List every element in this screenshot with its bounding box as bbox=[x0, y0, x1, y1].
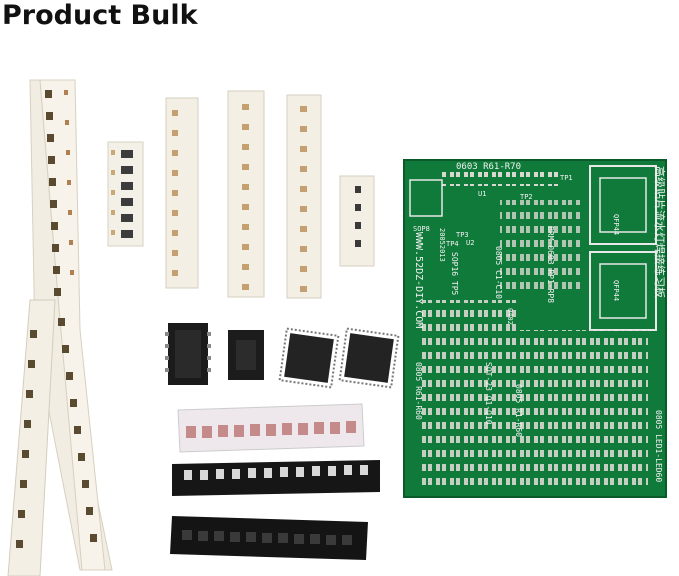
pcb-label-led: 0805 LED1-LED60 bbox=[654, 410, 663, 482]
capacitor-tape-3 bbox=[286, 94, 322, 299]
pcb-label-tp4: TP4 bbox=[446, 240, 459, 248]
short-chip-tape bbox=[339, 175, 375, 267]
pcb-label-r61: 0805 R61-R60 bbox=[414, 362, 423, 420]
resistor-network-tape bbox=[107, 141, 144, 247]
diode-tape bbox=[177, 403, 365, 453]
sop16-ic bbox=[165, 323, 211, 385]
page-title: Product Bulk bbox=[2, 0, 198, 31]
led-tape bbox=[172, 460, 380, 496]
capacitor-tape-2 bbox=[227, 90, 265, 298]
pcb-label-sot23: SOT-23 Q1-Q10 bbox=[484, 362, 493, 425]
pcb-label-u2: U2 bbox=[466, 239, 474, 247]
qfp44-chip-1 bbox=[278, 327, 340, 389]
pcb-label-tp3: TP3 bbox=[456, 231, 469, 239]
pcb-label-qfp-b: QFP44 bbox=[612, 280, 620, 301]
qfp44-chip-2 bbox=[338, 327, 400, 389]
pcb-label-website: WWW.52DZ-DIY.COM bbox=[413, 232, 424, 328]
pcb-label-u1: U1 bbox=[478, 190, 486, 198]
transistor-tape bbox=[170, 516, 368, 560]
pcb-label-cap: 0805 C1-C10 bbox=[494, 246, 503, 299]
pcb-label-tp1: TP1 bbox=[560, 174, 573, 182]
curled-resistor-tape bbox=[7, 79, 113, 576]
pcb-label-sop8: SOP8 bbox=[413, 225, 430, 233]
pcb-label-sop16: SOP16 TP5 bbox=[450, 252, 459, 296]
pcb-label-r1: 0805 R1-R60 bbox=[514, 384, 523, 437]
pcb-label-chinese: 高级贴片流水灯焊接练习板 bbox=[653, 166, 667, 298]
pcb-label-0402: 0402 bbox=[506, 308, 514, 325]
pcb-label-top-row: 0603 R61-R70 bbox=[456, 162, 521, 172]
pcb-board: 0603 R61-R70 TP1 TP2 TP3 TP4 SOP8 U1 U2 … bbox=[403, 159, 667, 498]
capacitor-tape-1 bbox=[165, 97, 199, 289]
sop8-ic bbox=[228, 330, 264, 380]
pcb-label-date: 20052013 bbox=[438, 228, 446, 262]
pcb-label-qfp-a: QFP44 bbox=[612, 214, 620, 235]
pcb-label-tp2: TP2 bbox=[520, 193, 533, 201]
pcb-label-brm: BRM-0603 RP1-RP8 bbox=[546, 226, 555, 303]
